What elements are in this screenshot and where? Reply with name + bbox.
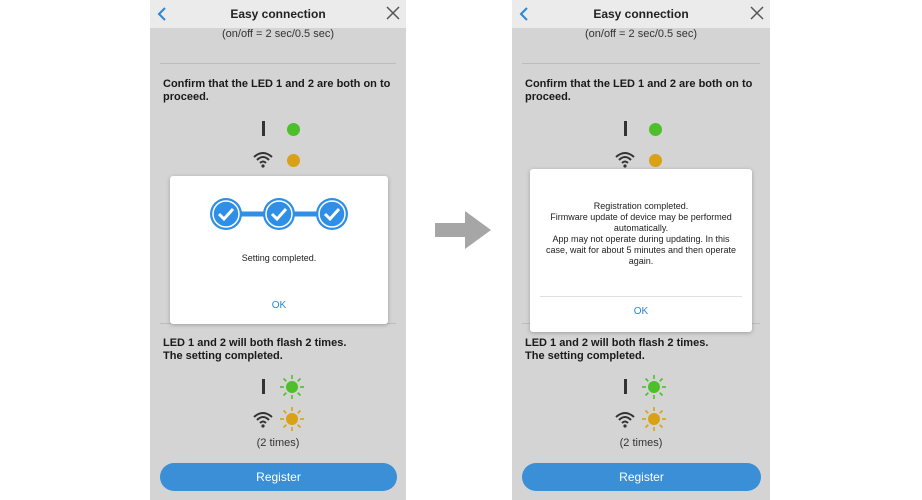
arrow-right-icon (435, 211, 491, 249)
registration-completed-dialog: Registration completed. Firmware update … (530, 169, 752, 332)
dialog-message-line: again. (628, 256, 654, 266)
dialog-message-line: automatically. (613, 223, 669, 233)
blink-info: (on/off = 2 sec/0.5 sec) (585, 28, 697, 40)
led-amber-indicator (649, 154, 662, 167)
step-check-icon (316, 198, 348, 230)
chevron-left-icon[interactable] (154, 6, 170, 22)
flash-instruction-line1: LED 1 and 2 will both flash 2 times. (525, 337, 709, 349)
step-check-icon (210, 198, 242, 230)
wifi-icon (253, 412, 273, 428)
flash-amber-icon (642, 407, 666, 431)
ok-button[interactable]: OK (633, 306, 649, 317)
wifi-icon (253, 152, 273, 168)
dialog-message-line: Registration completed. (593, 201, 689, 211)
flash-green-icon (642, 375, 666, 399)
chevron-left-icon[interactable] (516, 6, 532, 22)
dialog-divider (540, 296, 742, 297)
ok-button[interactable]: OK (271, 300, 287, 311)
close-icon[interactable] (386, 6, 400, 20)
wifi-icon (615, 152, 635, 168)
flash-green-icon (280, 375, 304, 399)
page-title: Easy connection (230, 7, 326, 21)
divider (160, 63, 396, 64)
blink-info: (on/off = 2 sec/0.5 sec) (222, 28, 334, 40)
flash-instruction-line2: The setting completed. (525, 350, 645, 362)
step-check-icon (263, 198, 295, 230)
app-header: Easy connection (512, 0, 770, 28)
wifi-icon (615, 412, 635, 428)
flash-instruction-line1: LED 1 and 2 will both flash 2 times. (163, 337, 347, 349)
divider (522, 63, 760, 64)
led-amber-indicator (287, 154, 300, 167)
page-title: Easy connection (593, 7, 689, 21)
dialog-message-line: Firmware update of device may be perform… (550, 212, 732, 222)
dialog-message: Setting completed. (241, 253, 317, 263)
register-button[interactable]: Register (522, 463, 761, 491)
bar-icon (624, 121, 627, 136)
flash-count: (2 times) (256, 437, 300, 449)
led-green-indicator (287, 123, 300, 136)
app-header: Easy connection (150, 0, 406, 28)
screen-setting-completed: Easy connection (on/off = 2 sec/0.5 sec)… (150, 0, 406, 500)
bar-icon (262, 379, 265, 394)
confirm-instruction: Confirm that the LED 1 and 2 are both on… (163, 78, 391, 103)
flash-instruction-line2: The setting completed. (163, 350, 283, 362)
bar-icon (262, 121, 265, 136)
flash-count: (2 times) (619, 437, 663, 449)
progress-steps (210, 198, 348, 230)
bar-icon (624, 379, 627, 394)
screen-registration-completed: Easy connection (on/off = 2 sec/0.5 sec)… (512, 0, 770, 500)
flash-amber-icon (280, 407, 304, 431)
close-icon[interactable] (750, 6, 764, 20)
led-green-indicator (649, 123, 662, 136)
setting-completed-dialog: Setting completed. OK (170, 176, 388, 324)
screen-content: (on/off = 2 sec/0.5 sec) Confirm that th… (512, 28, 770, 500)
screen-content: (on/off = 2 sec/0.5 sec) Confirm that th… (150, 28, 406, 500)
dialog-message-line: case, wait for about 5 minutes and then … (545, 245, 737, 255)
dialog-message: Registration completed. Firmware update … (540, 201, 742, 267)
confirm-instruction: Confirm that the LED 1 and 2 are both on… (525, 78, 753, 103)
dialog-message-line: App may not operate during updating. In … (552, 234, 730, 244)
register-button[interactable]: Register (160, 463, 397, 491)
